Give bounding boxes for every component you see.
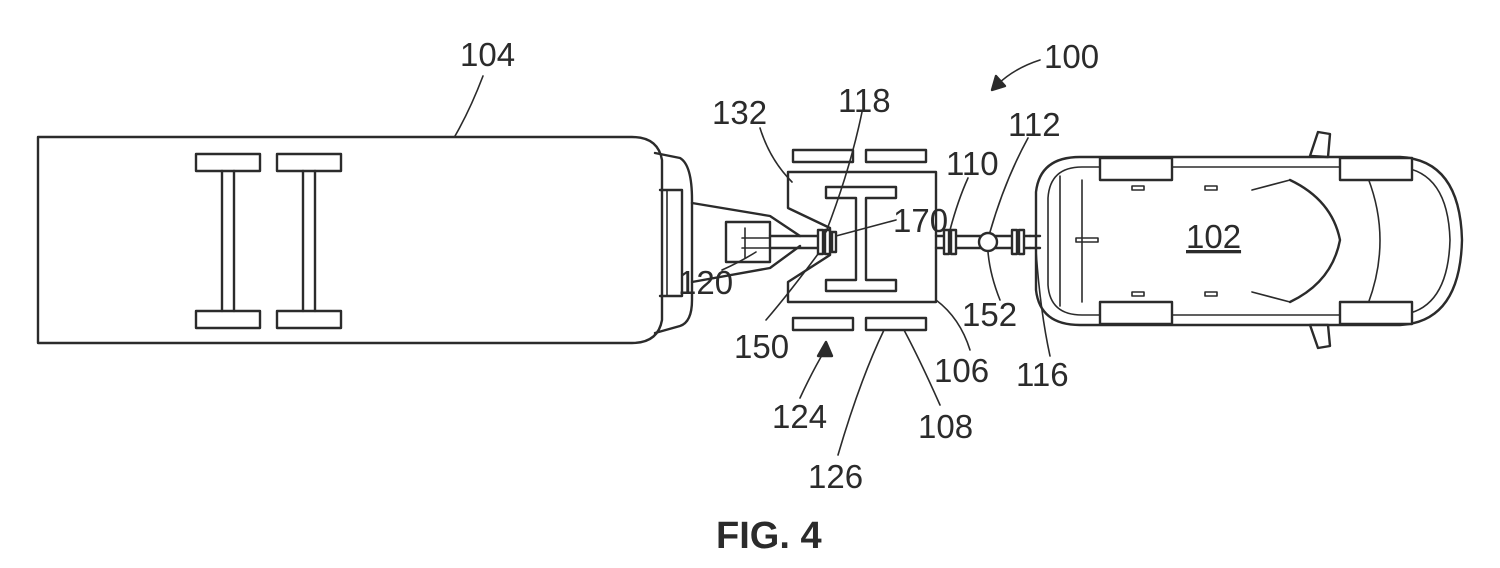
- label-106: 106: [934, 352, 989, 389]
- trailer-body: [36, 135, 664, 345]
- trailer-axle-front: [194, 152, 262, 330]
- vehicle-wheel-front-top: [1338, 156, 1414, 182]
- rear-coupler-rings: [816, 228, 838, 256]
- dolly-wheel-top-right: [864, 148, 928, 164]
- mirror-bottom: [1308, 323, 1332, 350]
- dolly-frame: [786, 170, 938, 304]
- figure-caption: FIG. 4: [716, 515, 822, 557]
- front-connector-assembly: [934, 228, 1032, 256]
- leader-104: [454, 75, 484, 137]
- label-132: 132: [712, 94, 767, 131]
- label-100: 100: [1044, 38, 1099, 75]
- vehicle-wheel-front-bottom: [1338, 300, 1414, 326]
- label-124: 124: [772, 398, 827, 435]
- label-150: 150: [734, 328, 789, 365]
- dolly-wheel-top-left: [791, 148, 855, 164]
- label-120: 120: [678, 264, 733, 301]
- dolly-wheel-bottom-right: [864, 316, 928, 332]
- vehicle-wheel-rear-top: [1098, 156, 1174, 182]
- label-102: 102: [1186, 218, 1241, 255]
- dolly-wheel-bottom-left: [791, 316, 855, 332]
- label-104: 104: [460, 36, 515, 73]
- tow-vehicle: [1028, 130, 1464, 350]
- vehicle-body: [1034, 155, 1464, 327]
- windshield: [1288, 178, 1342, 304]
- trailer-tongue: [690, 201, 824, 284]
- trailer-front-cap: [653, 151, 694, 335]
- trailer-axle-rear: [275, 152, 343, 330]
- label-108: 108: [918, 408, 973, 445]
- label-118: 118: [838, 82, 891, 119]
- mirror-top: [1308, 130, 1332, 159]
- trailer-front-inner: [658, 188, 684, 298]
- vehicle-wheel-rear-bottom: [1098, 300, 1174, 326]
- label-152: 152: [962, 296, 1017, 333]
- label-126: 126: [808, 458, 863, 495]
- leader-lines: [721, 59, 1051, 456]
- label-110: 110: [946, 145, 999, 182]
- label-116: 116: [1016, 356, 1069, 393]
- trailer: [36, 75, 694, 345]
- hitch-ball: [977, 231, 999, 253]
- dolly: [786, 148, 1032, 332]
- label-170: 170: [893, 202, 948, 239]
- reference-labels: 104 100 118 132 112 110 170 102 120 152 …: [460, 36, 1241, 495]
- dolly-i-beam: [824, 185, 898, 293]
- label-112: 112: [1008, 106, 1061, 143]
